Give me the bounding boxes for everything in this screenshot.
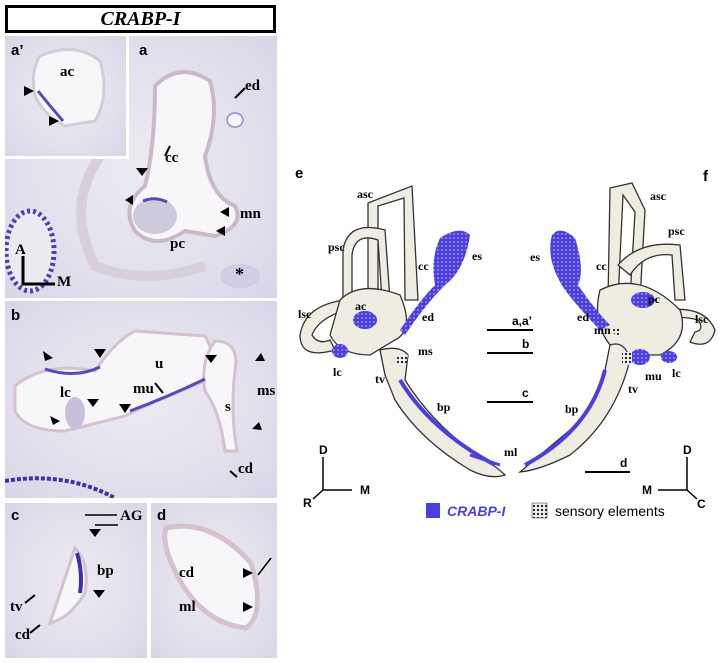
label-ms: ms [257, 383, 276, 399]
e-label-ac: ac [355, 299, 367, 313]
label-ml-d: ml [179, 599, 196, 615]
f-label-cc: cc [596, 259, 607, 273]
f-label-es: es [530, 250, 540, 264]
panel-a-prime-image [24, 48, 106, 128]
label-pc: pc [170, 236, 185, 252]
label-mu: mu [133, 381, 154, 397]
axis-m-label: M [57, 274, 72, 290]
diagram-f [517, 182, 716, 473]
axis-a-label: A [15, 242, 26, 258]
label-cd: cd [238, 461, 253, 477]
e-label-ms: ms [418, 344, 433, 358]
section-bar-c [487, 401, 533, 403]
label-s: s [225, 399, 231, 415]
orientation-axes [312, 457, 698, 500]
label-ed: ed [245, 78, 260, 94]
e-axis-r: R [303, 496, 312, 510]
legend-crabp-swatch [426, 503, 440, 518]
legend-crabp-label: CRABP-I [447, 503, 506, 519]
e-label-bp: bp [437, 400, 451, 414]
section-label-d: d [620, 456, 628, 470]
label-lc: lc [60, 385, 71, 401]
panel-c: c AG bp tv cd [5, 503, 147, 658]
panel-b-letter: b [11, 307, 21, 324]
f-label-lsc: lsc [695, 312, 709, 326]
section-bar-b [487, 352, 533, 354]
f-label-ed: ed [577, 310, 589, 324]
label-tv: tv [10, 599, 23, 615]
section-label-a: a,a’ [512, 314, 533, 328]
panel-a-prime-inset: a’ ac [5, 36, 129, 159]
label-asterisk: * [235, 264, 244, 284]
panel-f-letter: f [703, 168, 708, 185]
f-label-mn: mn [594, 323, 611, 337]
legend-sensory-label: sensory elements [555, 503, 665, 519]
f-label-psc: psc [668, 224, 685, 238]
section-bar-a [487, 329, 533, 331]
panel-a-prime-letter: a’ [11, 42, 24, 59]
section-bar-d [585, 471, 630, 473]
label-AG: AG [120, 508, 143, 524]
e-label-lc: lc [333, 365, 342, 379]
label-ac: ac [60, 64, 75, 80]
label-cd-d: cd [179, 565, 194, 581]
f-label-lc: lc [672, 366, 681, 380]
section-label-c: c [522, 386, 529, 400]
panel-a-section-image [5, 70, 260, 294]
diagram-e [299, 185, 507, 478]
panel-c-letter: c [11, 507, 20, 524]
label-mn: mn [240, 206, 261, 222]
e-axis-m: M [360, 483, 370, 497]
panel-c-section-image [24, 514, 118, 634]
e-axis-d: D [319, 443, 328, 457]
f-label-bp: bp [565, 402, 579, 416]
e-label-ml: ml [504, 445, 518, 459]
e-label-cc: cc [418, 259, 429, 273]
f-axis-d: D [683, 443, 692, 457]
f-label-asc: asc [650, 189, 666, 203]
f-label-tv: tv [628, 382, 638, 396]
panel-e-letter: e [295, 165, 304, 182]
figure-title: CRABP-I [5, 5, 276, 33]
panel-d-section-image [162, 523, 272, 631]
e-label-psc: psc [328, 240, 345, 254]
label-bp: bp [97, 563, 114, 579]
legend-sensory-swatch [531, 502, 548, 519]
f-axis-m: M [642, 483, 652, 497]
f-label-pc: pc [648, 292, 660, 306]
panel-d: d cd ml [151, 503, 277, 658]
label-u: u [155, 356, 164, 372]
e-label-ed: ed [422, 310, 434, 324]
panel-a-letter: a [139, 42, 148, 59]
panel-b: b u lc mu ms s cd [5, 301, 277, 498]
section-label-b: b [522, 337, 530, 351]
e-label-asc: asc [357, 187, 373, 201]
e-label-es: es [472, 249, 482, 263]
panel-a: a ed cc mn pc * A M a’ ac [5, 36, 277, 298]
label-cc: cc [165, 150, 179, 166]
e-label-lsc: lsc [298, 307, 312, 321]
f-label-mu: mu [645, 369, 662, 383]
panel-d-letter: d [157, 507, 167, 524]
f-axis-c: C [697, 497, 706, 511]
e-label-tv: tv [375, 372, 385, 386]
label-cd-c: cd [15, 627, 30, 643]
panel-b-section-image [5, 329, 265, 498]
